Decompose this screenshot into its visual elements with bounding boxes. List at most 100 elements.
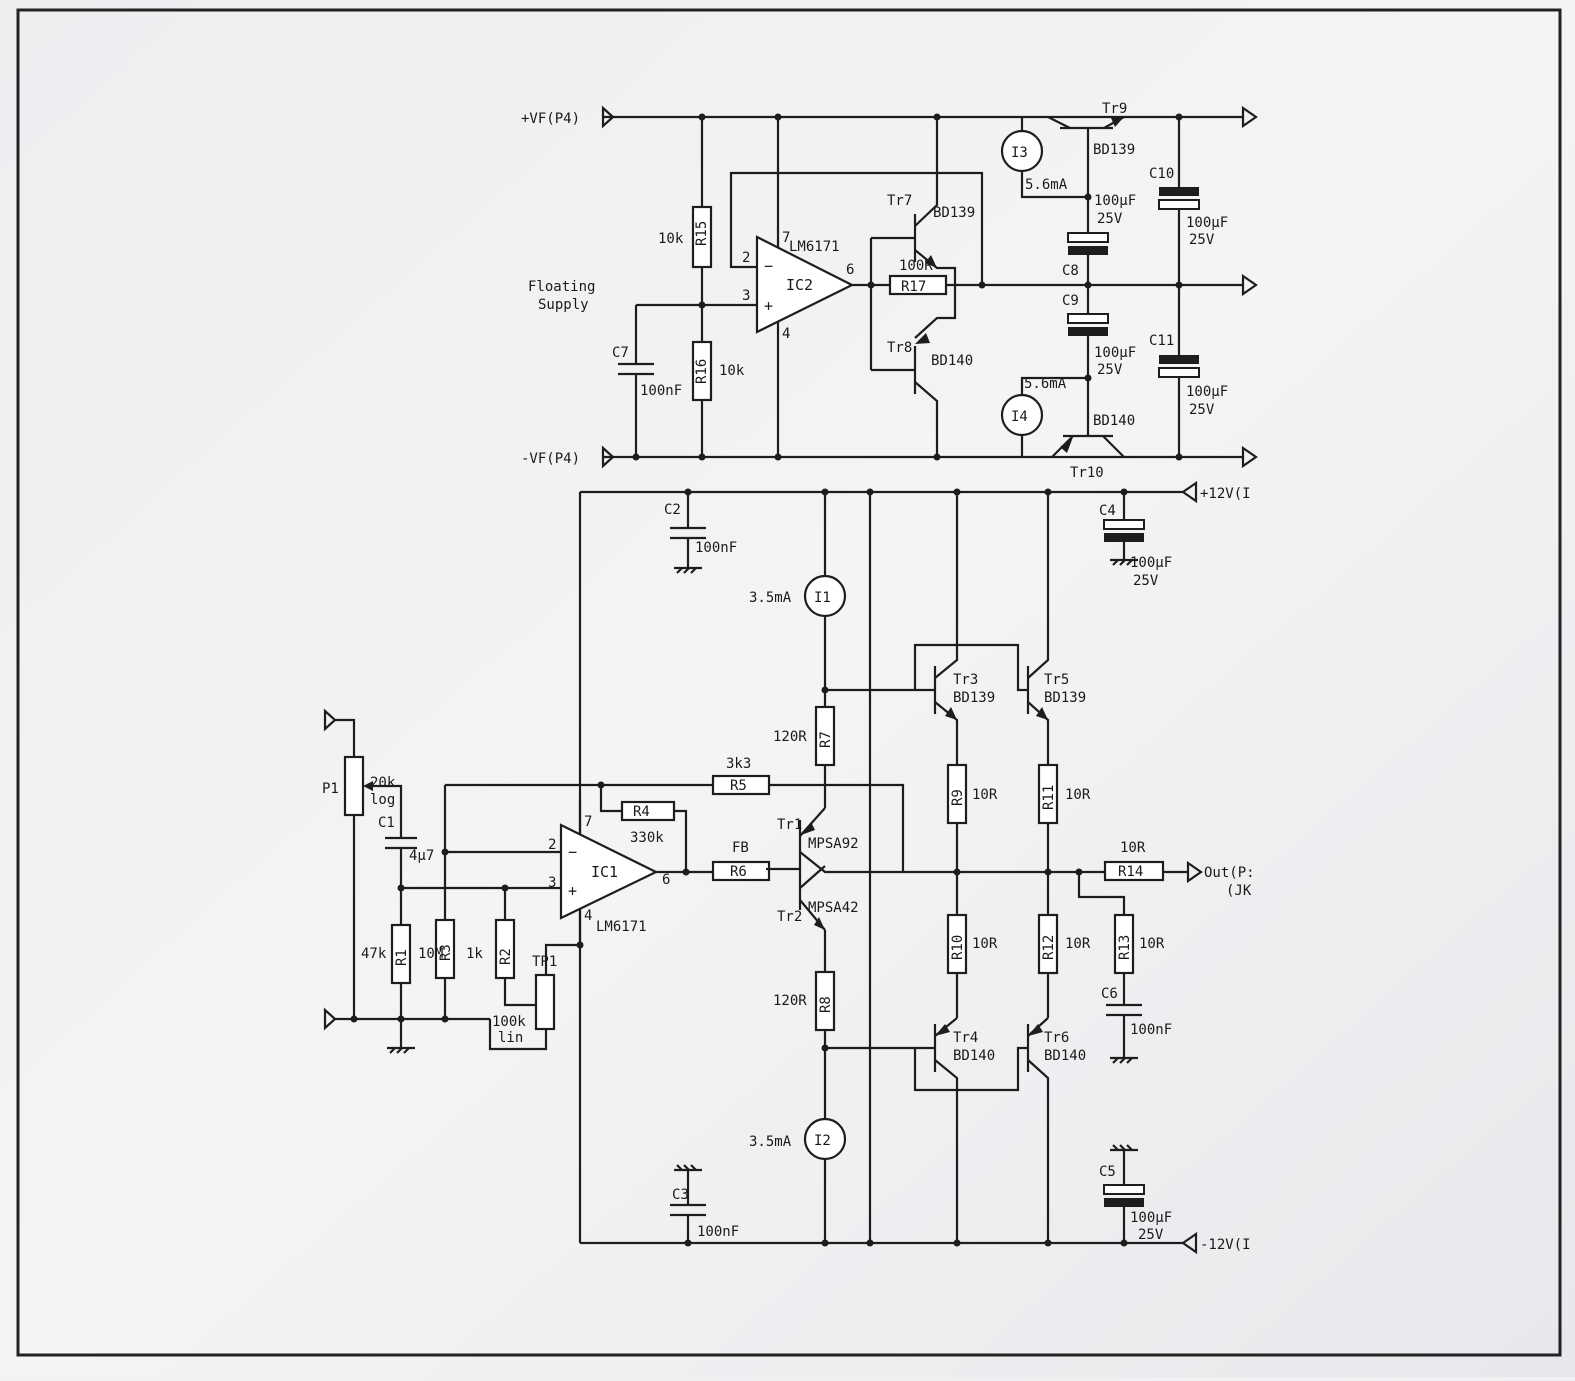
tr7-ref: Tr7 <box>887 193 912 209</box>
vf-neg-port <box>601 445 615 469</box>
svg-text:+: + <box>764 297 773 315</box>
out-port <box>1186 860 1203 884</box>
op-amp-ic2 <box>755 235 855 334</box>
tr8-part: BD140 <box>931 353 973 369</box>
resistor-r6 <box>711 860 771 882</box>
tr4-part: BD140 <box>953 1048 995 1064</box>
c4-ref: C4 <box>1099 503 1116 519</box>
input-signal-port <box>323 708 337 732</box>
r13-value: 10R <box>1139 936 1165 952</box>
svg-text:6: 6 <box>662 872 670 888</box>
i3-value: 5.6mA <box>1025 177 1068 193</box>
p1-ref: P1 <box>322 781 339 797</box>
svg-text:7: 7 <box>584 814 592 830</box>
r9-value: 10R <box>972 787 998 803</box>
ic1-part: LM6171 <box>596 919 647 935</box>
svg-text:6: 6 <box>846 262 854 278</box>
tr2-ref: Tr2 <box>777 909 802 925</box>
r2-value: 10M <box>418 946 443 962</box>
svg-text:I3: I3 <box>1011 145 1028 161</box>
svg-text:R5: R5 <box>730 778 747 794</box>
svg-text:4: 4 <box>584 908 592 924</box>
tr4-ref: Tr4 <box>953 1030 978 1046</box>
out-label-2: (JK <box>1226 883 1252 899</box>
floating-label: Floating <box>528 279 595 295</box>
c8-volt: 25V <box>1097 211 1123 227</box>
svg-text:R14: R14 <box>1118 864 1143 880</box>
tr1-part: MPSA92 <box>808 836 859 852</box>
ic2-part: LM6171 <box>789 239 840 255</box>
tr1-ref: Tr1 <box>777 817 802 833</box>
svg-text:R7: R7 <box>818 731 834 748</box>
r7-value: 120R <box>773 729 807 745</box>
c3-ref: C3 <box>672 1187 689 1203</box>
tp1-value: 100k <box>492 1014 526 1030</box>
v12-neg-label: -12V(I <box>1200 1237 1251 1253</box>
r17-ref: R17 <box>901 279 926 295</box>
svg-text:4: 4 <box>782 326 790 342</box>
c6-ref: C6 <box>1101 986 1118 1002</box>
c4-value: 100µF <box>1130 555 1172 571</box>
tr10-part: BD140 <box>1093 413 1135 429</box>
vf-pos-port <box>601 105 615 129</box>
c5-volt: 25V <box>1138 1227 1164 1243</box>
v12-pos-label: +12V(I <box>1200 486 1251 502</box>
tr5-ref: Tr5 <box>1044 672 1069 688</box>
svg-text:R4: R4 <box>633 804 650 820</box>
out-label: Out(P: <box>1204 865 1255 881</box>
tp1-taper: lin <box>498 1030 523 1046</box>
c9-value: 100µF <box>1094 345 1136 361</box>
c4-volt: 25V <box>1133 573 1159 589</box>
input-ground-port <box>323 1007 337 1031</box>
p1-taper: log <box>370 792 395 808</box>
r6-value: FB <box>732 840 749 856</box>
svg-text:R9: R9 <box>950 789 966 806</box>
svg-text:I4: I4 <box>1011 409 1028 425</box>
c7-ref: C7 <box>612 345 629 361</box>
r5-value: 3k3 <box>726 756 751 772</box>
r11-value: 10R <box>1065 787 1091 803</box>
r14-value: 10R <box>1120 840 1146 856</box>
p1-value: 20k <box>370 775 396 791</box>
r16-value: 10k <box>719 363 745 379</box>
c3-value: 100nF <box>697 1224 739 1240</box>
r3-value: 1k <box>466 946 483 962</box>
tr9-part: BD139 <box>1093 142 1135 158</box>
svg-text:−: − <box>764 257 773 275</box>
c1-ref: C1 <box>378 815 395 831</box>
svg-text:2: 2 <box>742 250 750 266</box>
c5-value: 100µF <box>1130 1210 1172 1226</box>
r12-value: 10R <box>1065 936 1091 952</box>
ic2-ref: IC2 <box>786 276 813 294</box>
svg-text:R6: R6 <box>730 864 747 880</box>
c9-volt: 25V <box>1097 362 1123 378</box>
tr2-part: MPSA42 <box>808 900 859 916</box>
i1-value: 3.5mA <box>749 590 792 606</box>
c11-volt: 25V <box>1189 402 1215 418</box>
c9-ref: C9 <box>1062 293 1079 309</box>
svg-text:R8: R8 <box>818 996 834 1013</box>
op-amp-ic1 <box>559 823 659 920</box>
svg-text:7: 7 <box>782 230 790 246</box>
c6-value: 100nF <box>1130 1022 1172 1038</box>
svg-text:R2: R2 <box>498 948 514 965</box>
floating-supply-section: +VF(P4) -VF(P4) Floating Supply R15 10k … <box>521 101 1258 481</box>
c2-ref: C2 <box>664 502 681 518</box>
svg-text:R3: R3 <box>438 944 454 961</box>
r8-value: 120R <box>773 993 807 1009</box>
c5-ref: C5 <box>1099 1164 1116 1180</box>
c8-value: 100µF <box>1094 193 1136 209</box>
svg-text:2: 2 <box>548 837 556 853</box>
tr6-ref: Tr6 <box>1044 1030 1069 1046</box>
r1-value: 47k <box>361 946 387 962</box>
tr10-ref: Tr10 <box>1070 465 1104 481</box>
r16-ref: R16 <box>694 359 710 384</box>
c11-value: 100µF <box>1186 384 1228 400</box>
svg-text:3: 3 <box>548 875 556 891</box>
vf-neg-out-arrow <box>1241 445 1258 469</box>
svg-text:R10: R10 <box>950 935 966 960</box>
c11-ref: C11 <box>1149 333 1174 349</box>
vf-pos-label: +VF(P4) <box>521 111 580 127</box>
